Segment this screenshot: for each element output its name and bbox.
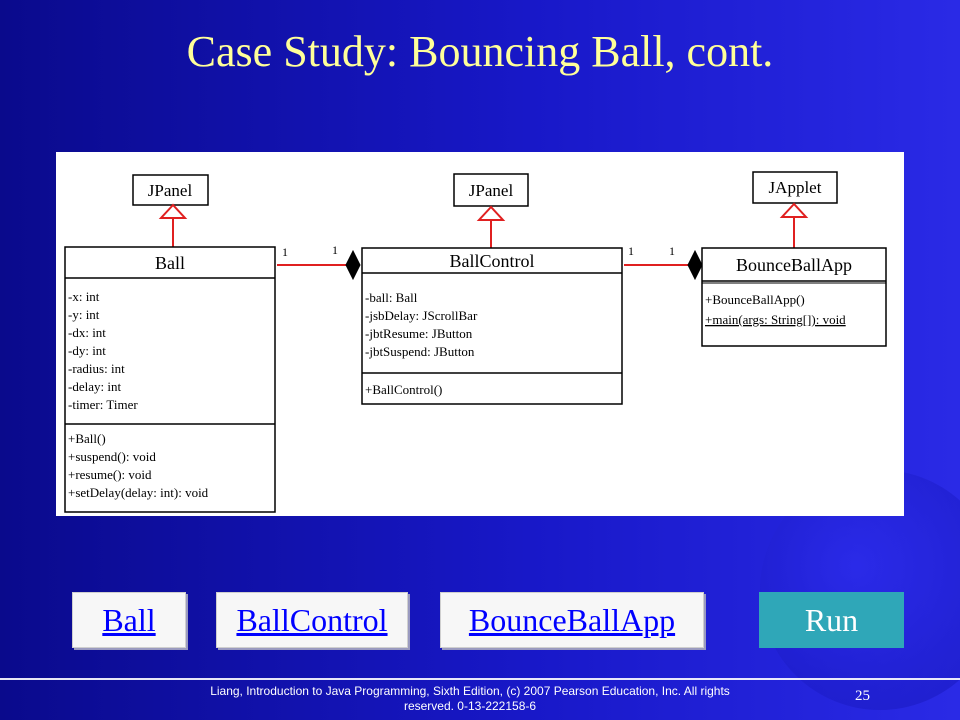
superclass-jpanel-1: JPanel xyxy=(132,174,209,206)
class-name: BallControl xyxy=(450,251,535,271)
bounceballapp-link-button[interactable]: BounceBallApp xyxy=(440,592,704,648)
attribute: -jbtResume: JButton xyxy=(365,326,473,341)
attribute: -dy: int xyxy=(68,343,106,358)
method: +BallControl() xyxy=(365,382,442,397)
superclass-japplet: JApplet xyxy=(752,171,838,204)
superclass-label: JPanel xyxy=(469,181,514,200)
slide-title: Case Study: Bouncing Ball, cont. xyxy=(186,27,774,76)
class-ballcontrol: BallControl -ball: Ball -jsbDelay: JScro… xyxy=(361,247,623,405)
multiplicity-label: 1 xyxy=(282,245,288,259)
page-number: 25 xyxy=(855,688,870,704)
class-bounceballapp: BounceBallApp +BounceBallApp() +main(arg… xyxy=(701,247,887,347)
method: +suspend(): void xyxy=(68,449,156,464)
composition-ballcontrol-bounceballapp: 1 1 xyxy=(624,244,703,281)
method: +Ball() xyxy=(68,431,106,446)
superclass-label: JPanel xyxy=(148,181,193,200)
footer-divider xyxy=(0,678,960,680)
multiplicity-label: 1 xyxy=(332,243,338,257)
attribute: -jbtSuspend: JButton xyxy=(365,344,475,359)
attribute: -timer: Timer xyxy=(68,397,138,412)
attribute: -x: int xyxy=(68,289,100,304)
attribute: -radius: int xyxy=(68,361,125,376)
class-name: BounceBallApp xyxy=(736,255,852,275)
attribute: -delay: int xyxy=(68,379,121,394)
attribute: -dx: int xyxy=(68,325,106,340)
footer-copyright: Liang, Introduction to Java Programming,… xyxy=(210,684,730,713)
multiplicity-label: 1 xyxy=(669,244,675,258)
composition-ball-ballcontrol: 1 1 xyxy=(277,243,361,281)
class-name: Ball xyxy=(155,253,185,273)
attribute: -ball: Ball xyxy=(365,290,418,305)
ball-link-button[interactable]: Ball xyxy=(72,592,186,648)
method: +BounceBallApp() xyxy=(705,292,805,307)
ballcontrol-link-button[interactable]: BallControl xyxy=(216,592,408,648)
uml-class-diagram: JPanel JPanel JApplet Ball xyxy=(56,152,904,516)
attribute: -jsbDelay: JScrollBar xyxy=(365,308,478,323)
superclass-jpanel-2: JPanel xyxy=(453,173,529,207)
inheritance-arrow-bounceballapp xyxy=(779,202,809,248)
method: +resume(): void xyxy=(68,467,152,482)
inheritance-arrow-ballcontrol xyxy=(476,205,506,248)
method-static: +main(args: String[]): void xyxy=(705,312,846,327)
multiplicity-label: 1 xyxy=(628,244,634,258)
run-button[interactable]: Run xyxy=(759,592,904,648)
inheritance-arrow-ball xyxy=(158,203,188,247)
method: +setDelay(delay: int): void xyxy=(68,485,209,500)
class-ball: Ball -x: int -y: int -dx: int -dy: int -… xyxy=(64,246,276,513)
attribute: -y: int xyxy=(68,307,100,322)
superclass-label: JApplet xyxy=(769,178,822,197)
